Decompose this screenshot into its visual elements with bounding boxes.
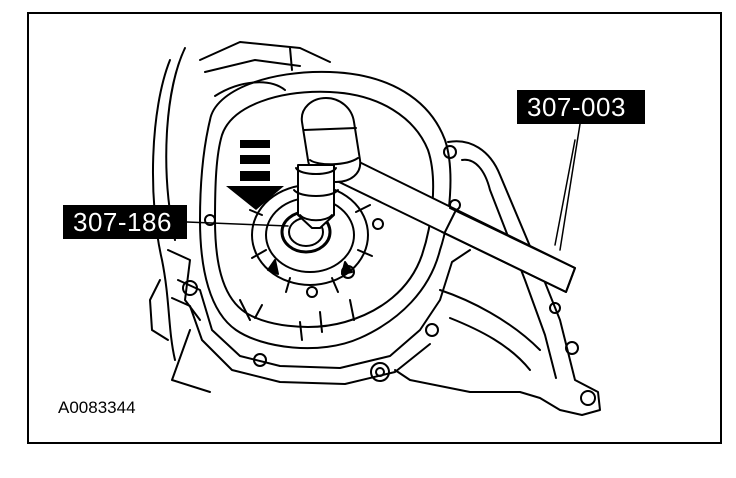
figure-id-label: A0083344	[58, 398, 136, 417]
callout-label-tool-a: 307-003	[517, 90, 645, 124]
direction-arrow-icon	[226, 140, 284, 210]
callout-label-tool-b: 307-186	[63, 205, 187, 239]
seal-installer	[293, 164, 339, 229]
hammer	[300, 97, 576, 293]
bell-housing	[171, 70, 471, 385]
leader-lines	[186, 123, 581, 251]
